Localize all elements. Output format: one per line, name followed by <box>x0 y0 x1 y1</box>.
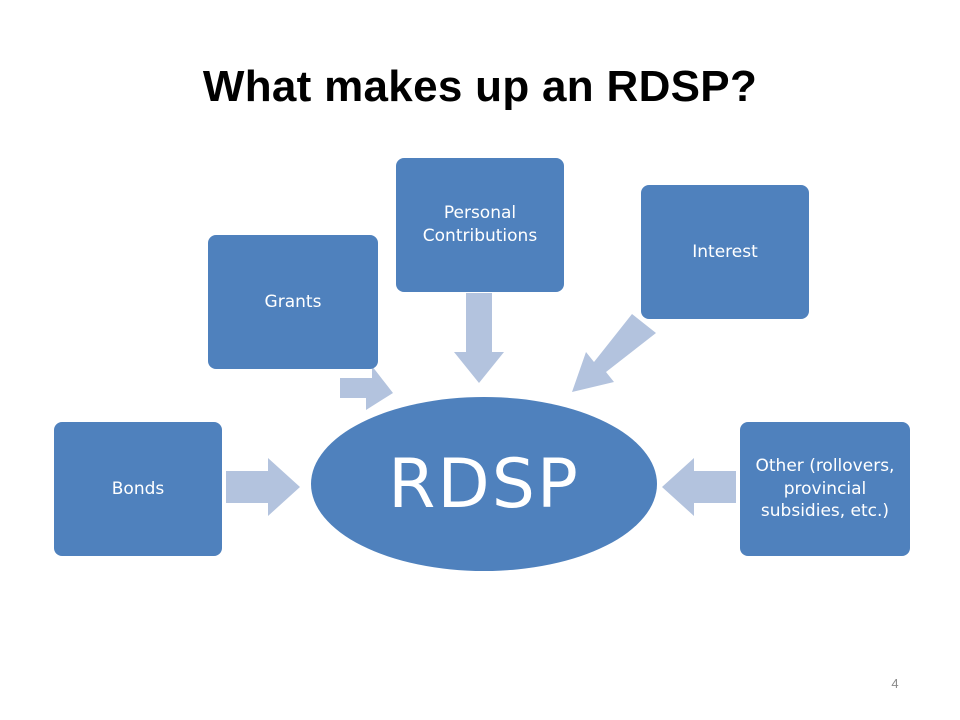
arrows <box>226 293 736 516</box>
arrow-grants <box>340 366 393 410</box>
arrow-bonds <box>226 458 300 516</box>
arrow-interest <box>572 314 656 392</box>
box-bonds <box>54 422 222 556</box>
rdsp-center-label: RDSP <box>388 444 580 524</box>
box-other <box>740 422 910 556</box>
box-interest <box>641 185 809 319</box>
page-number: 4 <box>891 676 899 691</box>
slide-title: What makes up an RDSP? <box>202 62 758 111</box>
node-boxes <box>54 158 910 556</box>
box-personal <box>396 158 564 292</box>
box-grants <box>208 235 378 369</box>
arrow-personal <box>454 293 504 383</box>
rdsp-ellipse <box>311 397 657 571</box>
node-label-bonds: Bonds <box>111 478 165 499</box>
node-label-personal-contributions: Personal Contributions <box>422 203 538 246</box>
node-label-other: Other (rollovers, provincial subsidies, … <box>755 455 895 522</box>
arrow-other <box>662 458 736 516</box>
node-label-interest: Interest <box>692 241 758 262</box>
node-label-grants: Grants <box>264 291 322 312</box>
